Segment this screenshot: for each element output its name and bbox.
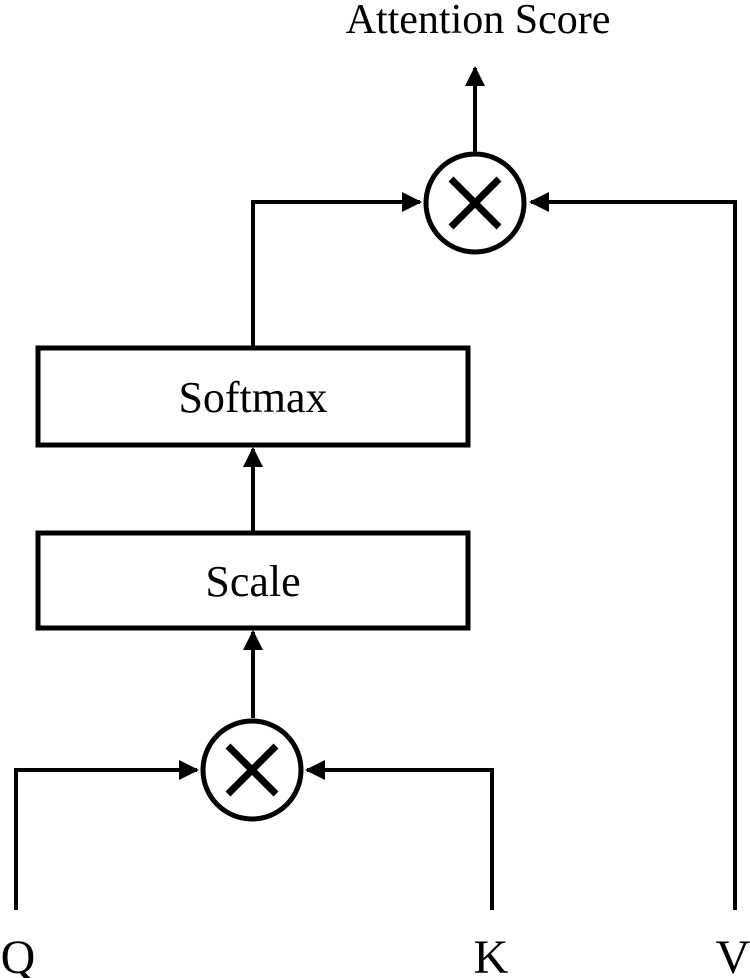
input-label-v: V bbox=[716, 931, 750, 978]
input-label-q: Q bbox=[1, 931, 36, 978]
multiply-node-bottom bbox=[200, 718, 304, 822]
softmax-label: Softmax bbox=[178, 373, 327, 422]
softmax-box bbox=[35, 345, 471, 448]
edge-v-to-multiply bbox=[529, 192, 737, 910]
scale-box bbox=[35, 530, 471, 631]
multiply-icon bbox=[225, 743, 279, 797]
multiply-node-top bbox=[423, 151, 527, 255]
edge-k-to-multiply bbox=[305, 760, 494, 910]
diagram-title: Attention Score bbox=[346, 0, 611, 43]
scale-node: Scale bbox=[35, 530, 471, 631]
input-label-k: K bbox=[474, 931, 509, 978]
scale-label: Scale bbox=[205, 557, 300, 606]
softmax-node: Softmax bbox=[35, 345, 471, 448]
edge-softmax-to-multiply bbox=[251, 192, 422, 348]
multiply-icon bbox=[448, 176, 502, 230]
edge-q-to-multiply bbox=[14, 760, 199, 910]
